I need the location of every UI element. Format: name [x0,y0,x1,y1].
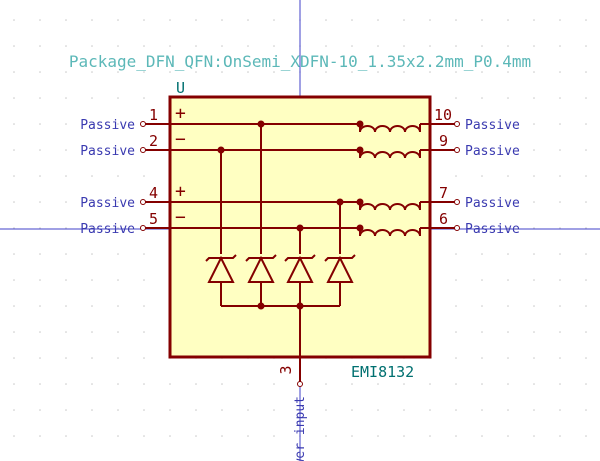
pin-type-5: Passive [80,222,135,237]
polarity-pin-5: − [175,207,186,228]
pin-type-7: Passive [465,196,520,211]
pin-type-3: Power input [293,396,308,461]
pin-type-2: Passive [80,144,135,159]
pin-number-1: 1 [149,106,158,124]
pin-number-9: 9 [439,132,448,150]
inductor-coils [359,124,421,237]
pin-end-markers [140,121,460,387]
reference-designator[interactable]: U [176,79,185,97]
pin-lines [145,123,455,382]
pin-type-6: Passive [465,222,520,237]
internal-wiring [170,123,430,357]
tvs-diode-1 [205,254,237,283]
tvs-diode-2 [245,254,277,283]
polarity-pin-1: + [175,103,186,124]
tvs-diodes [205,254,356,283]
tvs-diode-3 [284,254,316,283]
pin-number-7: 7 [439,184,448,202]
polarity-pin-4: + [175,181,186,202]
polarity-pin-2: − [175,129,186,150]
pin-number-4: 4 [149,184,158,202]
value-field[interactable]: EMI8132 [351,363,414,381]
pin-number-3: 3 [277,365,295,374]
pin-type-1: Passive [80,118,135,133]
inductor-2 [359,150,421,159]
pin-type-10: Passive [465,118,520,133]
inductor-3 [359,202,421,211]
pin-number-2: 2 [149,132,158,150]
pin-type-9: Passive [465,144,520,159]
pin-type-4: Passive [80,196,135,211]
tvs-diode-4 [324,254,356,283]
pin-number-10: 10 [434,106,452,124]
pin-number-6: 6 [439,210,448,228]
junction-dots [217,120,364,310]
pin-number-5: 5 [149,210,158,228]
footprint-field[interactable]: Package_DFN_QFN:OnSemi_XDFN-10_1.35x2.2m… [69,52,531,71]
inductor-1 [359,124,421,133]
inductor-4 [359,228,421,237]
